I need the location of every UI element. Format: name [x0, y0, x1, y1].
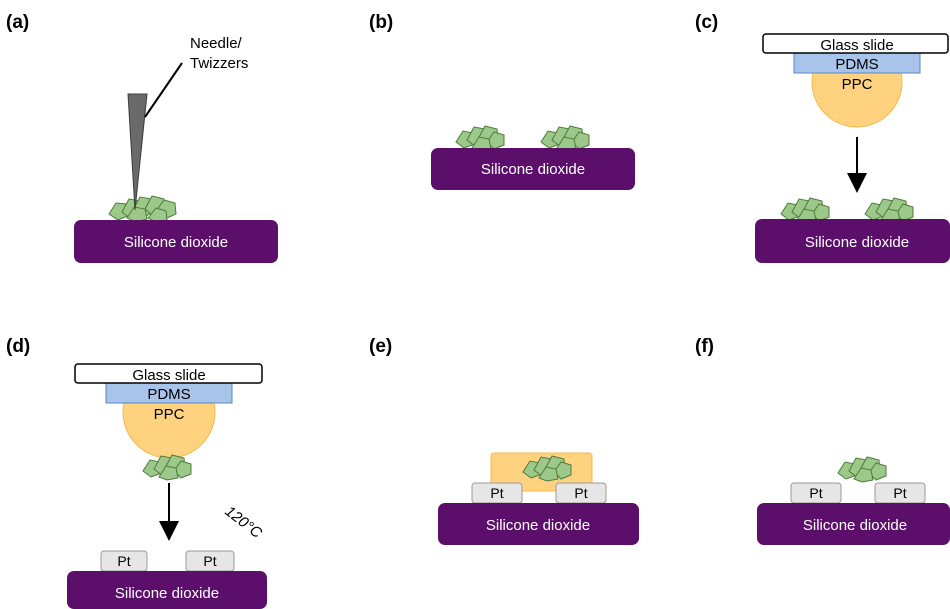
pt-label: Pt — [893, 485, 906, 501]
substrate — [755, 219, 950, 263]
needle-icon — [127, 93, 148, 211]
glass-slide — [762, 33, 949, 54]
flake-cluster — [108, 195, 177, 223]
panel-e: (e) Pt Pt Silicone dioxide — [369, 336, 639, 545]
temperature-label: 120°C — [222, 503, 266, 542]
glass-slide — [74, 363, 263, 384]
panel-label-b: (b) — [369, 12, 393, 33]
tool-label-line1: Needle/ — [190, 35, 243, 52]
substrate-label: Silicone dioxide — [481, 161, 585, 178]
pt-label: Pt — [490, 485, 503, 501]
glass-slide-label: Glass slide — [132, 367, 205, 384]
panel-label-c: (c) — [695, 12, 718, 33]
substrate-label: Silicone dioxide — [124, 234, 228, 251]
pt-label: Pt — [203, 553, 216, 569]
panel-label-a: (a) — [6, 12, 29, 33]
pt-label: Pt — [809, 485, 822, 501]
substrate-label: Silicone dioxide — [486, 517, 590, 534]
substrate — [431, 148, 635, 190]
substrate-label: Silicone dioxide — [805, 234, 909, 251]
tool-label-line2: Twizzers — [190, 55, 248, 72]
panel-c: (c) PDMS PPC Glass slide Silicone dioxid… — [695, 12, 950, 263]
pt-label: Pt — [117, 553, 130, 569]
flake-cluster — [142, 454, 192, 481]
panel-label-f: (f) — [695, 336, 714, 357]
pdms-label: PDMS — [835, 56, 878, 73]
panel-label-d: (d) — [6, 336, 30, 357]
panel-b: (b) Silicone dioxide — [369, 12, 635, 190]
pdms-label: PDMS — [147, 386, 190, 403]
flake-cluster — [837, 456, 887, 483]
ppc-label: PPC — [842, 76, 873, 93]
substrate — [757, 503, 950, 545]
substrate-label: Silicone dioxide — [115, 585, 219, 602]
panel-d: (d) PDMS PPC Glass slide 120°C Pt Pt Sil… — [6, 336, 267, 609]
substrate — [67, 571, 267, 609]
substrate — [74, 220, 278, 263]
tool-pointer-line — [144, 62, 183, 118]
flake-cluster — [455, 125, 505, 152]
substrate — [438, 503, 639, 545]
panel-a: (a) Needle/ Twizzers Silicone dioxide — [6, 12, 278, 263]
glass-slide-label: Glass slide — [820, 37, 893, 54]
substrate-label: Silicone dioxide — [803, 517, 907, 534]
flake-cluster — [540, 125, 590, 152]
panel-f: (f) Pt Pt Silicone dioxide — [695, 336, 950, 545]
panel-label-e: (e) — [369, 336, 392, 357]
ppc-label: PPC — [154, 406, 185, 423]
pt-label: Pt — [574, 485, 587, 501]
